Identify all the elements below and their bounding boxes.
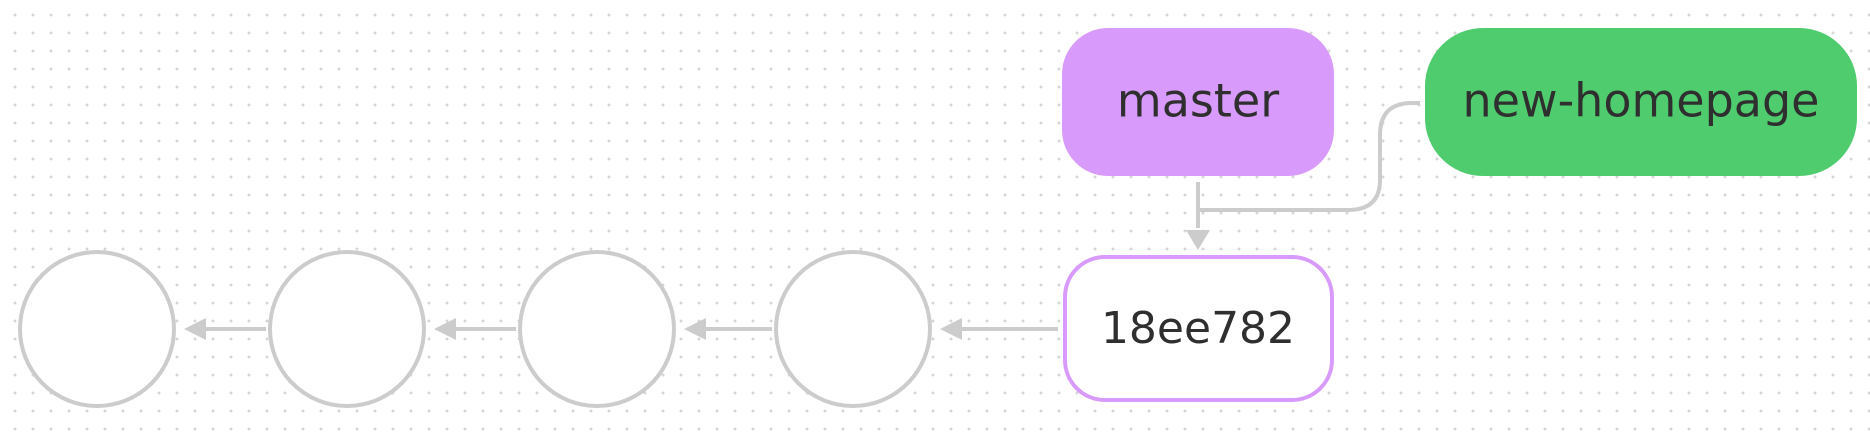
master-pointer-arrowhead <box>1186 230 1210 250</box>
branch-master[interactable]: master <box>1062 28 1334 176</box>
new-homepage-connector <box>1198 101 1420 212</box>
commit-head-box <box>1063 255 1334 402</box>
commit-node-1[interactable] <box>774 250 932 408</box>
branch-new-homepage-label: new-homepage <box>1463 74 1820 128</box>
commit-head-hash: 18ee782 <box>1101 303 1295 354</box>
branch-new-homepage[interactable]: new-homepage <box>1425 28 1857 176</box>
commit-node-3[interactable] <box>268 250 426 408</box>
branch-master-label: master <box>1117 74 1279 128</box>
parent-link-3-arrowhead <box>434 318 456 340</box>
commit-node-2[interactable] <box>518 250 676 408</box>
parent-link-2-arrowhead <box>684 318 706 340</box>
commit-parent-links <box>184 318 1058 340</box>
commit-node-4[interactable] <box>18 250 176 408</box>
commit-head[interactable]: 18ee782 <box>1063 255 1334 402</box>
parent-link-4-arrowhead <box>184 318 206 340</box>
branch-new-homepage-box <box>1425 28 1857 176</box>
parent-link-1-arrowhead <box>940 318 962 340</box>
branch-master-box <box>1062 28 1334 176</box>
